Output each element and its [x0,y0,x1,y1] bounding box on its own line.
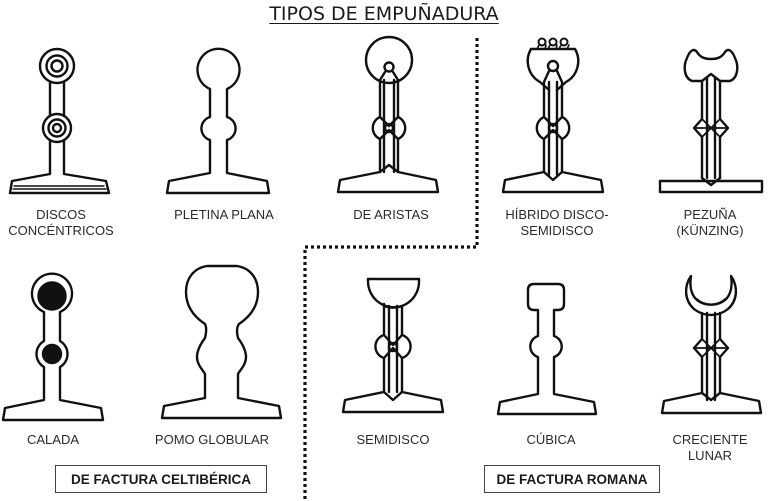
hilt-label-pezuna-kunzing: PEZUÑA (KÜNZING) [676,207,744,238]
hilt-label-cubica: CÚBICA [526,432,576,447]
hilt-semidisco-icon [341,277,445,414]
hilt-label-pletina-plana: PLETINA PLANA [174,207,274,222]
hilt-pomo-globular-icon [160,264,283,420]
group-label-romana: DE FACTURA ROMANA [484,465,660,493]
diagram-title-text: TIPOS DE EMPUÑADURA [269,3,499,25]
group-divider-line [303,38,479,501]
hilt-pezuna-kunzing-icon [658,48,764,194]
hilt-label-creciente-lunar: CRECIENTE LUNAR [672,432,748,463]
hilt-hibrido-disco-semidisco-icon [501,37,605,194]
hilt-cubica-icon [496,282,598,416]
diagram-title: TIPOS DE EMPUÑADURA [0,3,768,25]
hilt-discos-concentricos-icon [8,47,111,195]
hilt-label-semidisco: SEMIDISCO [356,432,430,447]
hilt-label-de-aristas: DE ARISTAS [353,207,429,222]
hilt-label-pomo-globular: POMO GLOBULAR [154,432,270,447]
hilt-label-discos-concentricos: DISCOS CONCÉNTRICOS [8,207,114,238]
hilt-calada-icon [1,272,105,422]
hilt-de-aristas-icon [336,35,440,194]
group-label-celtiberica: DE FACTURA CELTIBÉRICA [55,465,267,493]
hilt-pletina-plana-icon [165,47,271,195]
hilt-creciente-lunar-icon [660,274,763,415]
hilt-label-calada: CALADA [26,432,80,447]
hilt-label-hibrido-disco-semidisco: HÍBRIDO DISCO- SEMIDISCO [505,207,609,238]
